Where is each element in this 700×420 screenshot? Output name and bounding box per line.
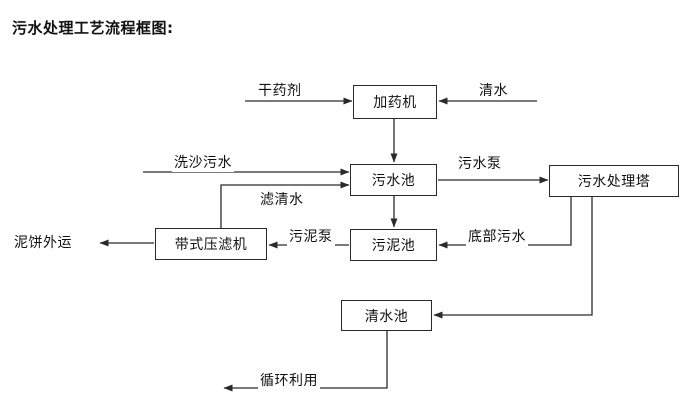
- edge-label-sewage-pump: 污水泵: [456, 153, 504, 173]
- edge-filterpress-to-sewage-pool: [220, 181, 350, 228]
- node-label: 污水池: [371, 173, 416, 189]
- edge-label-filtered-clear-water: 滤清水: [258, 189, 306, 209]
- edge-label-clean-water-in: 清水: [477, 80, 510, 100]
- node-label: 加药机: [373, 95, 417, 111]
- terminal-label-mud-cake-out: 泥饼外运: [14, 235, 72, 251]
- edge-label-bottom-sewage: 底部污水: [466, 226, 528, 246]
- edge-label-sand-wash-sewage: 洗沙污水: [172, 152, 234, 172]
- node-belt-filter-press[interactable]: 带式压滤机: [155, 228, 267, 260]
- node-label: 带式压滤机: [174, 237, 248, 253]
- edge-tower-to-clean-water-pool: [433, 197, 593, 319]
- node-label: 清水池: [364, 308, 409, 325]
- page-title: 污水处理工艺流程框图:: [12, 19, 174, 37]
- node-label: 污泥池: [371, 238, 416, 254]
- edge-label-sludge-pump: 污泥泵: [287, 226, 335, 246]
- node-treatment-tower[interactable]: 污水处理塔: [549, 165, 679, 197]
- node-sludge-pool[interactable]: 污泥池: [350, 229, 437, 261]
- node-dosing-machine[interactable]: 加药机: [353, 85, 437, 119]
- node-clean-water-pool[interactable]: 清水池: [341, 300, 432, 331]
- node-label: 污水处理塔: [577, 174, 651, 190]
- node-sewage-pool[interactable]: 污水池: [350, 164, 437, 196]
- edge-label-dry-agent: 干药剂: [256, 80, 304, 100]
- edge-label-recycle-use: 循环利用: [258, 370, 320, 390]
